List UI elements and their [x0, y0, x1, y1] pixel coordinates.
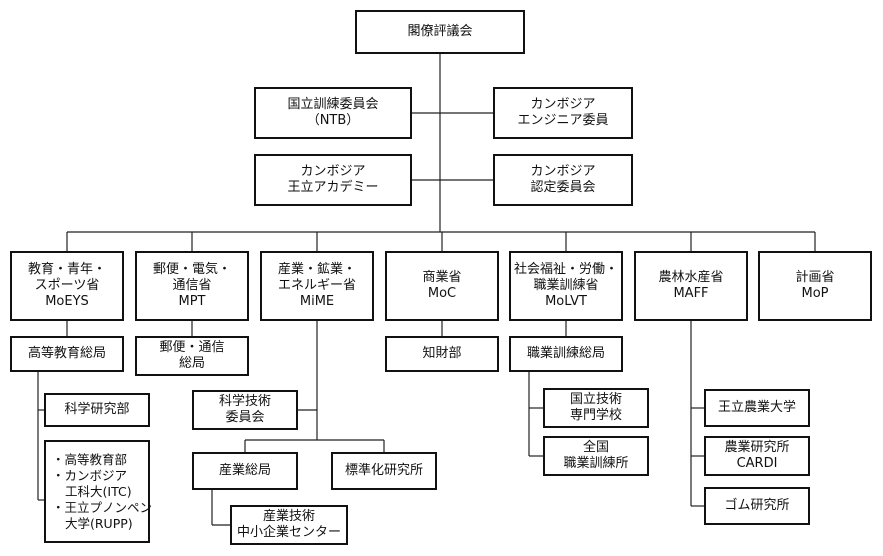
node-label-line: MoP [801, 286, 829, 301]
node-cabinet: 閣僚評議会 [355, 10, 525, 54]
node-agri-univ: 王立農業大学 [704, 389, 810, 427]
node-label-line: MPT [178, 294, 206, 309]
node-label-line: MoLVT [545, 294, 587, 309]
node-label-line: 認定委員会 [530, 180, 596, 195]
node-label-line: 標準化研究所 [344, 463, 423, 478]
node-label-line: 産業総局 [218, 463, 271, 478]
node-label-line: 商業省 [422, 270, 462, 285]
node-label-line: 大学(RUPP) [65, 515, 133, 531]
node-label-line: 産業技術 [262, 509, 315, 524]
node-label-line: 農業研究所 [724, 440, 790, 455]
node-label-line: 高等教育総局 [27, 346, 106, 361]
node-label-line: MoC [427, 286, 457, 301]
node-label-line: スポーツ省 [34, 278, 100, 293]
node-sci-tech: 科学技術委員会 [192, 390, 298, 430]
node-label-line: 総局 [178, 356, 205, 371]
node-accred: カンボジア認定委員会 [493, 154, 633, 206]
node-label-line: 教育・青年・ [27, 262, 106, 277]
node-label-line: エンジニア委員 [517, 113, 609, 128]
node-label-line: カンボジア [530, 97, 596, 112]
node-label-line: 専門学校 [569, 408, 622, 423]
node-nat-voc: 全国職業訓練所 [543, 436, 649, 476]
node-label-line: 王立農業大学 [717, 400, 796, 415]
node-ntb: 国立訓練委員会（NTB） [254, 87, 412, 139]
node-label-line: 計画省 [795, 270, 835, 285]
node-rubber: ゴム研究所 [704, 487, 810, 525]
node-label-line: エネルギー省 [277, 278, 356, 293]
node-label-line: 王立プノンペン [52, 500, 153, 516]
node-label-line: 職業訓練総局 [526, 346, 605, 361]
node-sme-center: 産業技術中小企業センター [230, 505, 348, 545]
node-label-line: 閣僚評議会 [407, 24, 473, 39]
node-label-line: CARDI [736, 456, 778, 471]
node-label-line: 国立技術 [569, 392, 622, 407]
node-label-line: カンボジア [530, 164, 596, 179]
node-label-line: 職業訓練省 [533, 278, 599, 293]
node-label-line: 中小企業センター [236, 525, 341, 540]
node-label-line: 職業訓練所 [563, 456, 629, 471]
node-label-line: 国立訓練委員会 [287, 97, 379, 112]
node-academy: カンボジア王立アカデミー [254, 154, 412, 206]
node-label-line: カンボジア [52, 468, 128, 484]
node-label-line: 科学研究部 [64, 402, 130, 417]
node-label-line: 通信省 [172, 278, 212, 293]
node-label-line: 知財部 [422, 346, 462, 361]
node-nat-tech: 国立技術専門学校 [543, 388, 649, 428]
node-higher-ed: 高等教育総局 [10, 336, 124, 372]
node-label-line: 社会福祉・労働・ [513, 262, 618, 277]
node-sci-research: 科学研究部 [44, 393, 150, 427]
node-label-line: 科学技術 [218, 394, 271, 409]
node-industry: 産業総局 [192, 452, 298, 490]
node-label-line: 農林水産省 [658, 270, 724, 285]
node-label-line: 郵便・電気・ [152, 262, 231, 277]
node-label-line: MiME [299, 294, 335, 309]
node-label-line: 委員会 [225, 410, 265, 425]
node-label-line: カンボジア [300, 164, 366, 179]
node-label-line: （NTB） [306, 113, 360, 128]
node-label-line: 高等教育部 [52, 452, 128, 468]
node-label-line: 工科大(ITC) [65, 483, 132, 499]
node-label-line: 産業・鉱業・ [277, 262, 356, 277]
node-label-line: ゴム研究所 [724, 498, 790, 513]
node-standards: 標準化研究所 [331, 452, 437, 490]
node-voc-bureau: 職業訓練総局 [509, 336, 623, 372]
node-label-line: 王立アカデミー [287, 180, 379, 195]
node-label-line: MAFF [673, 286, 709, 301]
node-label-line: 郵便・通信 [159, 340, 225, 355]
node-ip: 知財部 [385, 336, 499, 372]
node-label-line: 全国 [582, 440, 609, 455]
node-label-line: MoEYS [45, 294, 89, 309]
node-engineer: カンボジアエンジニア委員 [493, 87, 633, 139]
node-post-bureau: 郵便・通信総局 [135, 336, 249, 376]
